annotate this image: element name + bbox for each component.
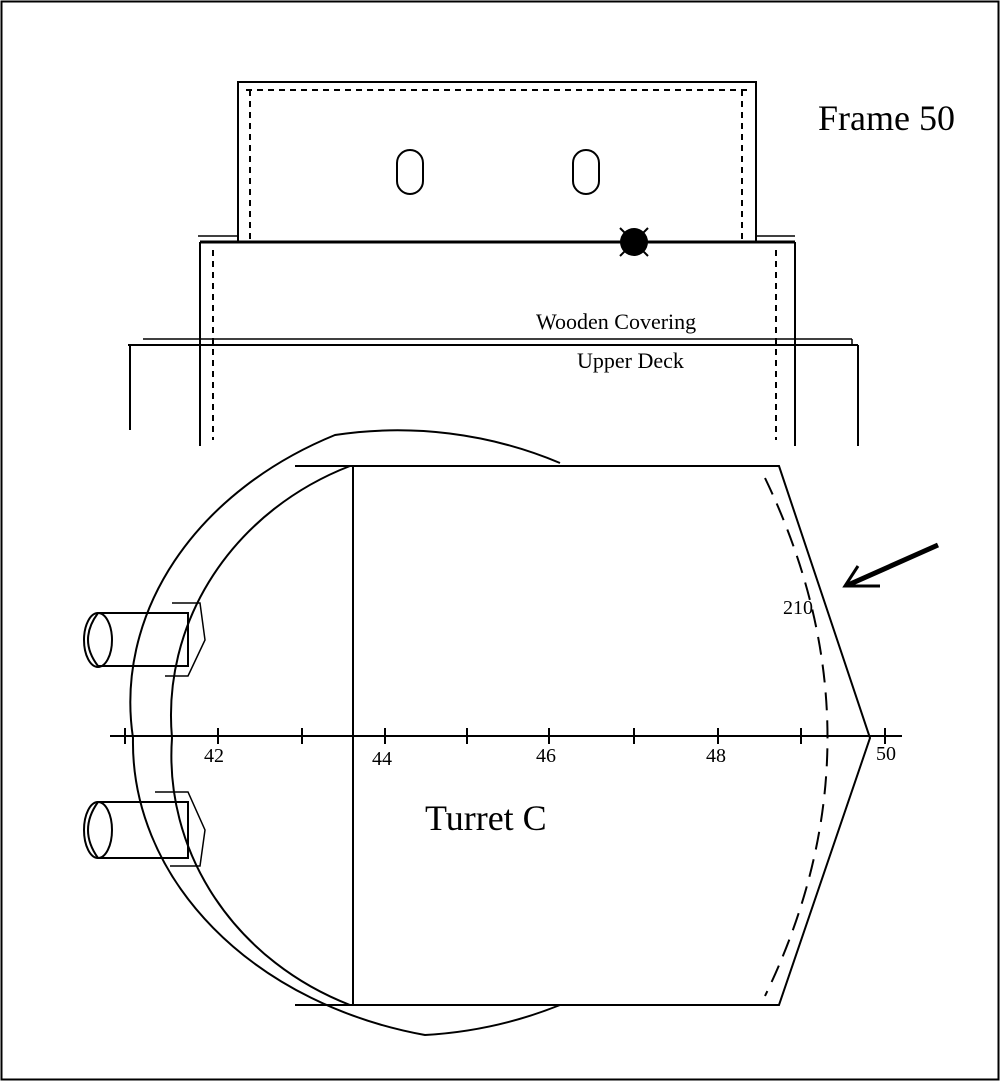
wooden-covering-label: Wooden Covering [536,309,696,334]
upper-box-outline [237,81,757,242]
turret-outer-circle [129,429,561,1037]
gun-lower-icon [83,791,206,867]
tick-label-50: 50 [876,743,896,765]
side-elevation [128,81,859,446]
axis-ticks [124,728,886,744]
measurement-label: 210 [783,597,813,619]
porthole-right [572,149,600,195]
turret-label: Turret C [425,798,547,838]
turret-inner-ring [170,465,351,1006]
bolt-icon [619,227,649,257]
porthole-left [396,149,424,195]
tick-label-44: 44 [372,748,392,770]
upper-deck-label: Upper Deck [577,348,684,373]
plan-view [83,429,940,1037]
pilot-house-outline [295,465,872,1006]
tick-label-42: 42 [204,745,224,767]
gun-upper-icon [83,602,206,677]
frame-label: Frame 50 [818,98,955,138]
tick-label-48: 48 [706,745,726,767]
frame-50-dashed-curve [764,477,829,997]
tick-label-46: 46 [536,745,556,767]
arrow-icon [842,542,940,588]
